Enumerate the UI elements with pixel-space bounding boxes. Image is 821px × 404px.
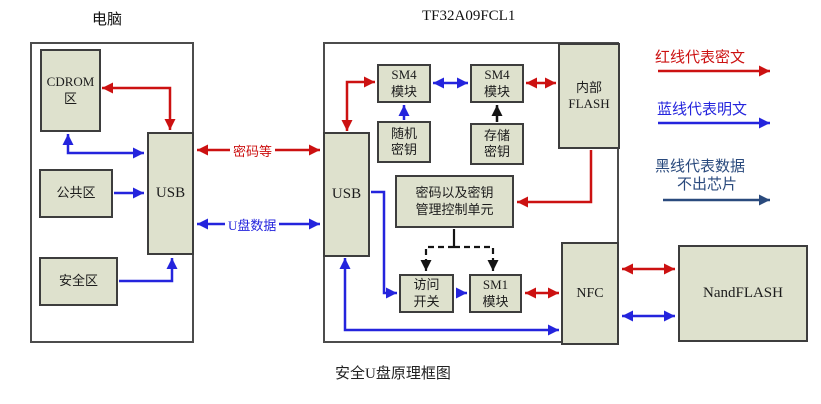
internal-flash-label-line1: 内部	[575, 79, 602, 95]
usb-chip-label: USB	[331, 186, 362, 203]
stored-key-label-line1: 存储	[483, 127, 510, 143]
ctrl-unit-label-line1: 密码以及密钥	[415, 185, 494, 201]
stored-key-label-line2: 密钥	[483, 144, 510, 159]
usb-host-box: USB	[147, 132, 194, 255]
cdrom-label-line2: 区	[63, 90, 77, 106]
edge-ctrl-sm1-dashed	[454, 245, 499, 271]
cdrom-box: CDROM 区	[40, 49, 101, 132]
ctrl-unit-label-line2: 管理控制单元	[415, 201, 494, 217]
udisk-data-edge-label: U盘数据	[225, 215, 280, 234]
usb-host-label: USB	[155, 185, 186, 202]
public-area-label: 公共区	[56, 185, 96, 201]
legend-red-label: 红线代表密文	[655, 50, 746, 66]
ctrl-unit-box: 密码以及密钥 管理控制单元	[395, 175, 514, 228]
stored-key-box: 存储 密钥	[470, 123, 524, 165]
access-switch-label-line2: 开关	[413, 293, 440, 309]
nfc-label: NFC	[576, 285, 604, 301]
sm1-box: SM1 模块	[469, 274, 522, 313]
nandflash-label: NandFLASH	[702, 285, 783, 302]
edge-usbchip-accessswitch	[371, 190, 397, 299]
sm1-label-line1: SM1	[482, 277, 509, 293]
legend-navy-label-line1: 黑线代表数据	[655, 159, 746, 175]
nfc-box: NFC	[561, 242, 619, 345]
nandflash-box: NandFLASH	[678, 245, 808, 342]
access-switch-box: 访问 开关	[399, 274, 454, 313]
edge-usbchip-sm4left	[341, 76, 375, 131]
password-edge-label: 密码等	[230, 141, 276, 160]
edge-ctrl-accessswitch-dashed	[420, 245, 454, 271]
sm4-right-label-line1: SM4	[484, 67, 510, 83]
secure-area-label: 安全区	[58, 273, 98, 289]
random-key-label-line2: 密钥	[390, 142, 417, 157]
cdrom-label-line1: CDROM	[46, 74, 95, 90]
internal-flash-label-line2: FLASH	[568, 96, 610, 111]
edge-secure-usb	[119, 258, 178, 283]
sm4-right-label-line2: 模块	[483, 83, 510, 99]
usb-chip-box: USB	[323, 132, 370, 257]
public-area-box: 公共区	[39, 169, 113, 218]
edge-usbchip-nfc	[339, 258, 559, 336]
chip-title: TF32A09FCL1	[422, 8, 516, 24]
access-switch-label-line1: 访问	[413, 277, 440, 293]
sm4-left-box: SM4 模块	[377, 64, 431, 103]
random-key-box: 随机 密钥	[377, 121, 431, 163]
sm4-left-label-line2: 模块	[390, 83, 417, 99]
sm4-right-box: SM4 模块	[470, 64, 524, 103]
random-key-label-line1: 随机	[390, 125, 417, 141]
secure-area-box: 安全区	[39, 257, 118, 306]
sm1-label-line2: 模块	[482, 293, 509, 309]
edge-cdrom-usb-cipher	[102, 82, 176, 130]
edge-flash-ctrlunit	[517, 150, 593, 208]
edge-cdrom-usb-plain	[62, 134, 144, 159]
computer-title: 电脑	[92, 12, 123, 28]
diagram-caption: 安全U盘原理框图	[335, 366, 451, 382]
sm4-left-label-line1: SM4	[391, 67, 417, 83]
internal-flash-box: 内部 FLASH	[558, 43, 620, 149]
legend-blue-label: 蓝线代表明文	[657, 102, 748, 118]
legend-navy-label-line2: 不出芯片	[677, 177, 738, 193]
